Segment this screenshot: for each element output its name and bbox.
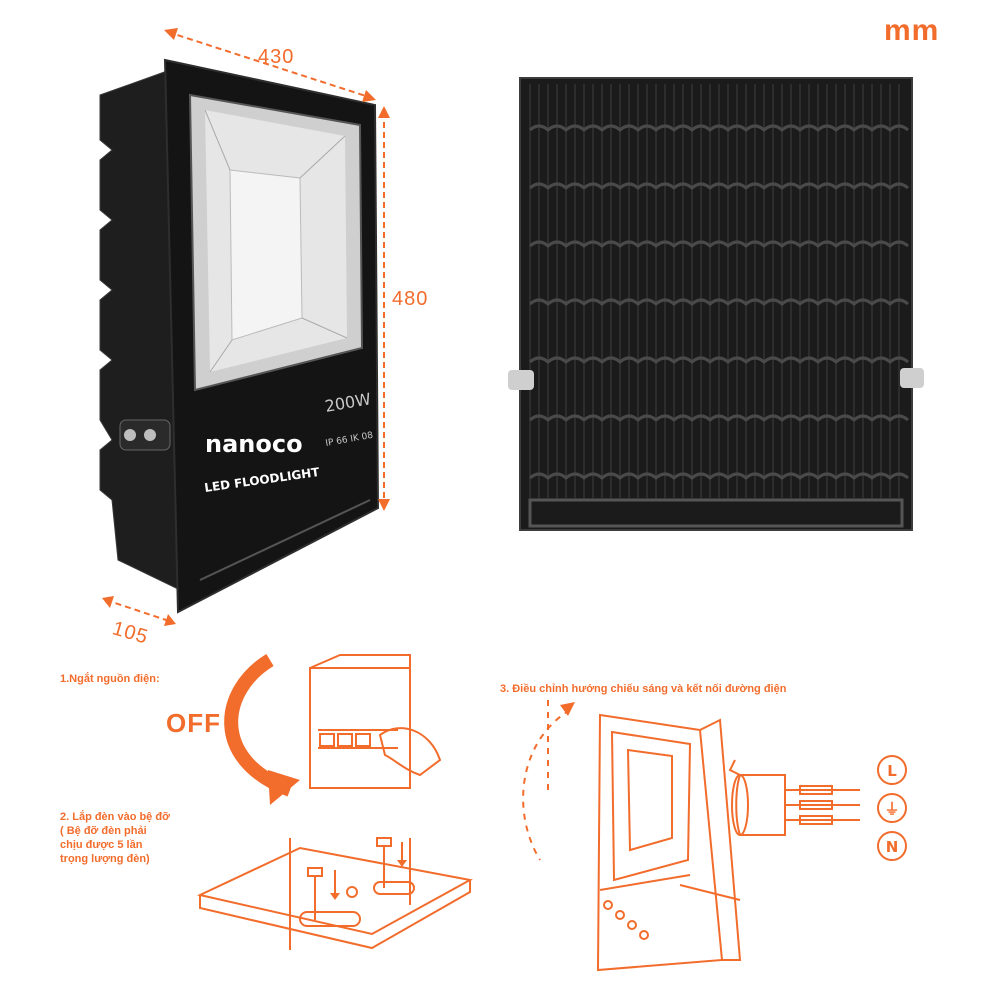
terminal-labels: L ⏚ N <box>884 762 899 856</box>
unit-label: mm <box>884 14 940 47</box>
off-label: OFF <box>166 708 221 738</box>
dimension-arrowheads <box>102 28 390 626</box>
step2-line: trọng lượng đèn) <box>60 853 150 865</box>
height-dimension: 480 <box>392 288 429 310</box>
terminal-l-label: L <box>887 762 897 780</box>
step2-line: chịu được 5 lần <box>60 839 143 851</box>
terminal-n-label: N <box>886 838 899 856</box>
step1-label: 1.Ngắt nguồn điện: <box>60 673 160 685</box>
step2-line: 2. Lắp đèn vào bệ đỡ <box>60 811 170 823</box>
step3-label: 3. Điều chỉnh hướng chiếu sáng và kết nố… <box>500 683 787 695</box>
step3-illustration <box>522 700 907 972</box>
step2-illustration <box>196 837 473 950</box>
width-dimension: 430 <box>258 46 295 68</box>
step2-label: 2. Lắp đèn vào bệ đỡ ( Bệ đỡ đèn phải ch… <box>60 810 170 866</box>
dimension-arrows <box>105 31 385 623</box>
step1-illustration <box>224 654 442 805</box>
step2-line: ( Bệ đỡ đèn phải <box>60 825 147 837</box>
floodlight-front-view: nanoco LED FLOODLIGHT 200W IP 66 IK 08 <box>99 58 380 614</box>
brand-text: nanoco <box>205 430 303 458</box>
floodlight-back-view <box>508 77 924 531</box>
terminal-ground-label: ⏚ <box>884 800 899 818</box>
